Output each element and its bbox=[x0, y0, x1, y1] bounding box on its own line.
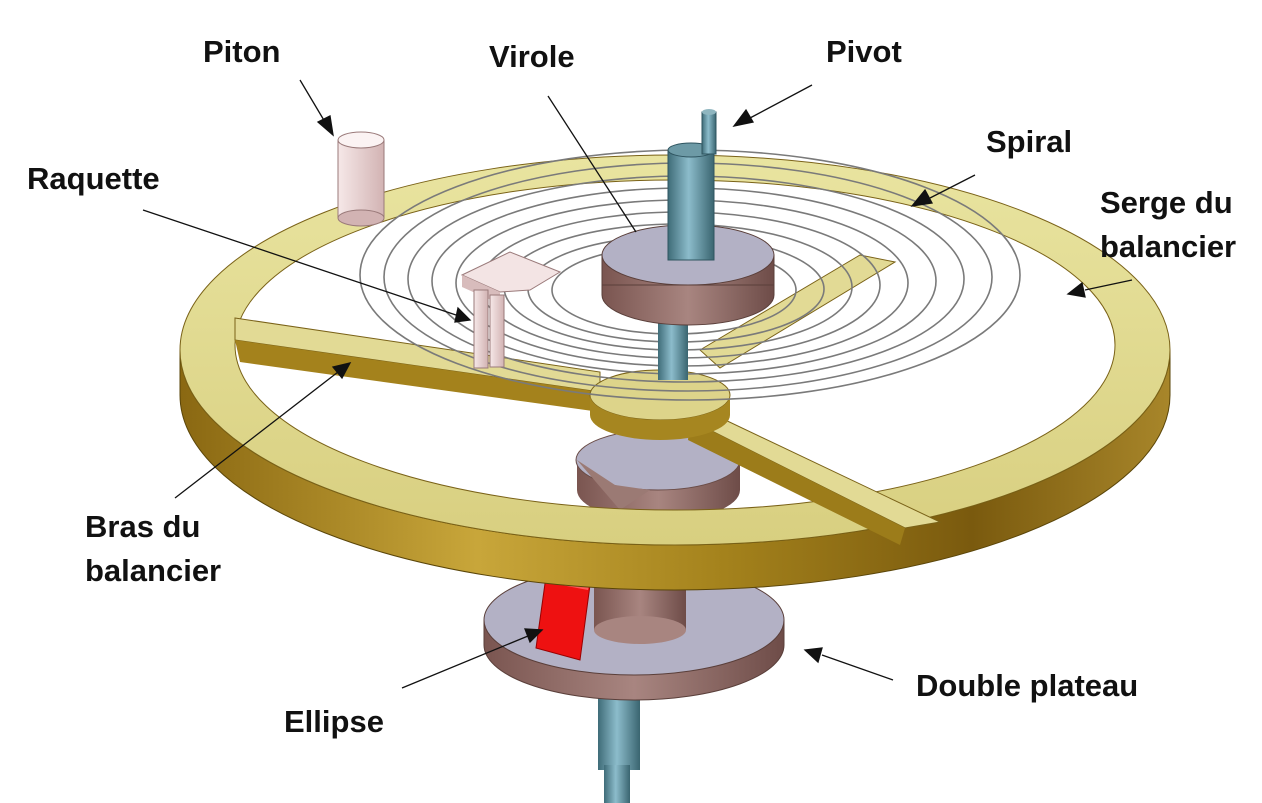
label-pivot: Pivot bbox=[826, 34, 902, 69]
upper-axle-pivot bbox=[667, 109, 717, 261]
label-bras-du-balancier: Bras du balancier bbox=[85, 505, 221, 593]
collet-virole bbox=[601, 224, 775, 380]
balance-arms bbox=[234, 254, 942, 545]
label-ellipse: Ellipse bbox=[284, 704, 384, 739]
balance-rim bbox=[179, 154, 1171, 591]
stud-piton bbox=[337, 131, 385, 227]
leader-lines bbox=[142, 79, 1133, 689]
lower-axle bbox=[598, 690, 640, 803]
label-double-plateau: Double plateau bbox=[916, 668, 1139, 703]
label-serge-line2: balancier bbox=[1100, 229, 1237, 264]
label-bras-line2: balancier bbox=[85, 553, 222, 588]
regulator-raquette bbox=[460, 251, 562, 369]
label-piton: Piton bbox=[203, 34, 281, 69]
label-virole: Virole bbox=[489, 39, 575, 74]
label-serge-du-balancier: Serge du balancier bbox=[1100, 181, 1236, 269]
label-raquette: Raquette bbox=[27, 161, 160, 196]
label-spiral: Spiral bbox=[986, 124, 1073, 159]
label-serge-line1: Serge du bbox=[1100, 185, 1233, 220]
label-bras-line1: Bras du bbox=[85, 509, 201, 544]
